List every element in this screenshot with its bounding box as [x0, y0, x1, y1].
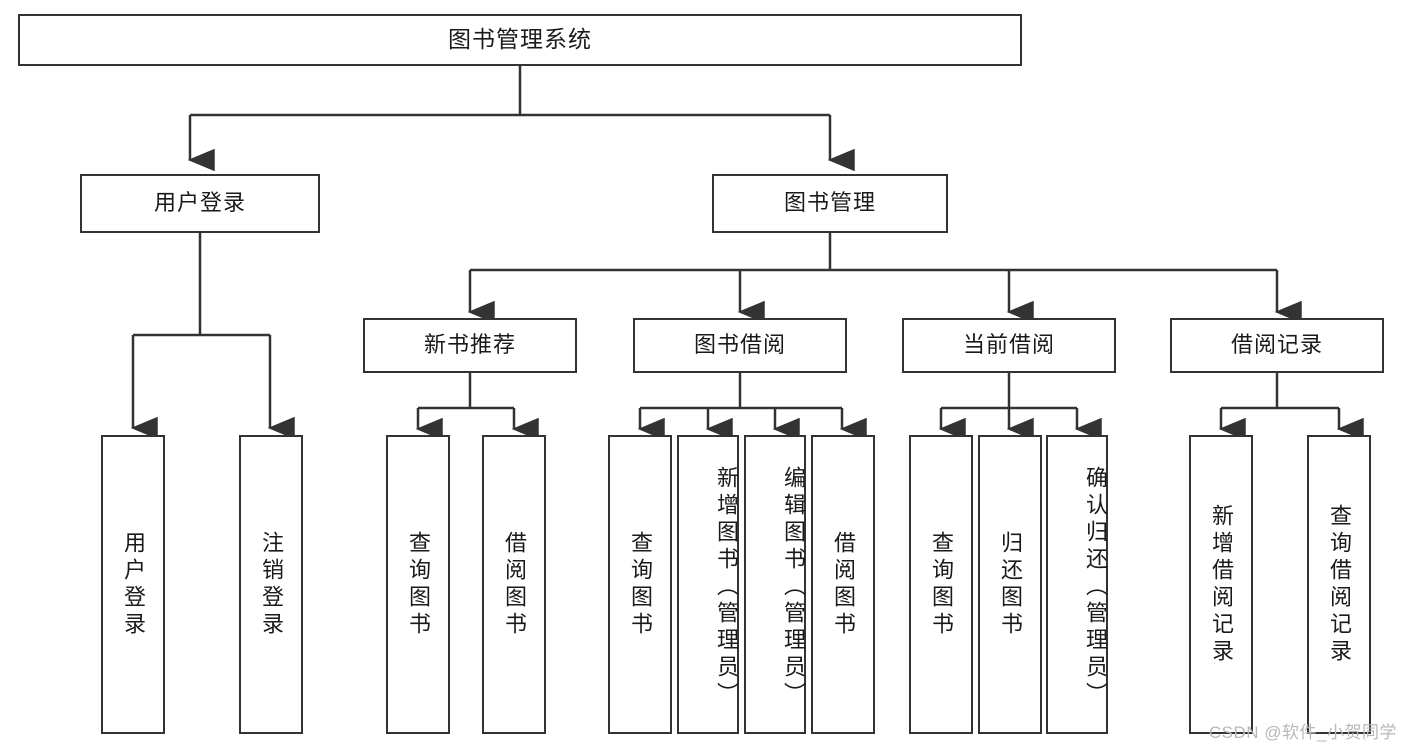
node-book-borrow[interactable]: 图书借阅 — [633, 318, 847, 373]
leaf-query-book-recommend[interactable]: 查询图书 — [386, 435, 450, 734]
leaf-add-borrow-record[interactable]: 新增借阅记录 — [1189, 435, 1253, 734]
leaf-borrow-book[interactable]: 借阅图书 — [811, 435, 875, 734]
watermark-text: CSDN @软件_小贺同学 — [1208, 723, 1397, 742]
node-book-management[interactable]: 图书管理 — [712, 174, 948, 233]
node-new-book-recommend[interactable]: 新书推荐 — [363, 318, 577, 373]
node-user-login[interactable]: 用户登录 — [80, 174, 320, 233]
leaf-edit-book-admin[interactable]: 编辑图书（管理员） — [744, 435, 806, 734]
leaf-add-book-admin[interactable]: 新增图书（管理员） — [677, 435, 739, 734]
leaf-user-login[interactable]: 用户登录 — [101, 435, 165, 734]
leaf-logout[interactable]: 注销登录 — [239, 435, 303, 734]
leaf-borrow-book-recommend[interactable]: 借阅图书 — [482, 435, 546, 734]
node-root-system[interactable]: 图书管理系统 — [18, 14, 1022, 66]
leaf-query-borrow-record[interactable]: 查询借阅记录 — [1307, 435, 1371, 734]
node-current-borrow[interactable]: 当前借阅 — [902, 318, 1116, 373]
leaf-query-book-current[interactable]: 查询图书 — [909, 435, 973, 734]
node-borrow-records[interactable]: 借阅记录 — [1170, 318, 1384, 373]
leaf-confirm-return-admin[interactable]: 确认归还（管理员） — [1046, 435, 1108, 734]
leaf-return-book[interactable]: 归还图书 — [978, 435, 1042, 734]
leaf-query-book-borrow[interactable]: 查询图书 — [608, 435, 672, 734]
